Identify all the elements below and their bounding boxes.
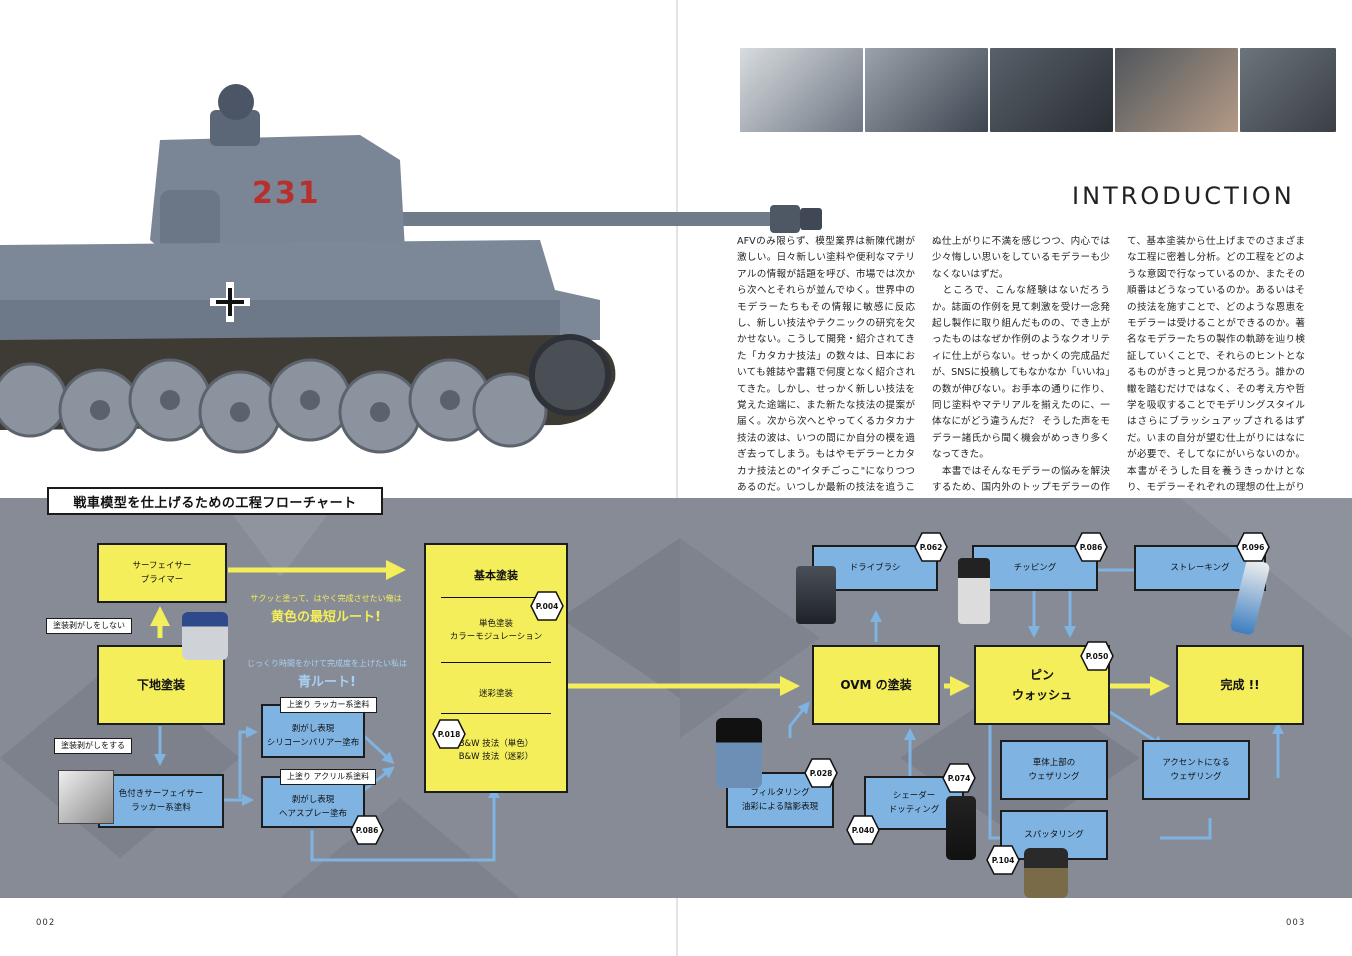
process-thumbnail-1 — [740, 48, 863, 132]
blue-route-label: 青ルート! — [298, 675, 356, 690]
surfacer-jar-photo — [182, 612, 228, 660]
ref-p096[interactable]: P.096 — [1236, 532, 1270, 562]
intro-column-2: ぬ仕上がりに不満を感じつつ、内心では少々悔しい思いをしているモデラーも少なくない… — [932, 236, 1110, 510]
mono-paint-label: 単色塗装 カラーモジュレーション — [449, 619, 543, 642]
basic-paint-divider-3 — [441, 713, 551, 714]
peel-tag: 塗装剥がしをする — [54, 738, 132, 754]
surfacer-box-photo — [58, 770, 114, 824]
intro-column-1: AFVのみ限らず、模型業界は新陳代謝が激しい。日々新しい塗料や便利なマテリアルの… — [737, 236, 915, 510]
complete-box: 完成 !! — [1176, 645, 1304, 725]
basic-paint-divider-2 — [441, 662, 551, 663]
spatter-bottle-photo — [1024, 848, 1068, 898]
page-number-right: 003 — [1286, 918, 1306, 928]
intro-column-3: て、基本塗装から仕上げまでのさまざまな工程に密着し分析。どの工程をどのような意図… — [1127, 236, 1305, 526]
basic-paint-label: 基本塗装 — [474, 569, 518, 582]
turret-number: 231 — [252, 176, 321, 211]
chipping-paint-photo — [958, 558, 990, 624]
flow-arrows — [150, 560, 1284, 862]
ref-p004[interactable]: P.004 — [530, 591, 564, 621]
basic-paint-box: 基本塗装 単色塗装 カラーモジュレーション 迷彩塗装 B&W 技法（単色） B&… — [424, 543, 568, 793]
ref-p104[interactable]: P.104 — [986, 845, 1020, 875]
blue-route-note: じっくり時間をかけて完成度を上げたい私は — [247, 659, 407, 668]
ref-p062[interactable]: P.062 — [914, 532, 948, 562]
camo-paint-label: 迷彩塗装 — [478, 689, 513, 699]
ref-p028[interactable]: P.028 — [804, 758, 838, 788]
process-thumbnail-4 — [1115, 48, 1238, 132]
yellow-route-label: 黄色の最短ルート! — [271, 610, 381, 625]
ref-p050[interactable]: P.050 — [1080, 641, 1114, 671]
basic-paint-divider-1 — [441, 597, 551, 598]
yellow-route-note: サクッと塗って、はやく完成させたい俺は — [250, 594, 402, 603]
introduction-heading: INTRODUCTION — [1072, 182, 1295, 210]
ref-p086-chipping[interactable]: P.086 — [1074, 532, 1108, 562]
process-thumbnail-3 — [990, 48, 1113, 132]
drybrush-paint-photo — [796, 566, 836, 624]
ref-p018[interactable]: P.018 — [432, 719, 466, 749]
page-gutter — [676, 0, 678, 956]
acrylic-tag: 上塗り アクリル系塗料 — [280, 769, 377, 785]
tank-photo — [0, 84, 822, 454]
shader-bottle-photo — [946, 796, 976, 860]
ref-p074[interactable]: P.074 — [942, 763, 976, 793]
flowchart-title: 戦車模型を仕上げるための工程フローチャート — [47, 487, 383, 515]
filter-bottle-photo — [716, 718, 762, 788]
ovm-paint-box: OVM の塗装 — [812, 645, 940, 725]
no-peel-tag: 塗装剥がしをしない — [46, 618, 132, 634]
process-thumbnail-5 — [1240, 48, 1336, 132]
process-thumbnail-2 — [865, 48, 988, 132]
surfacer-box: サーフェイサー プライマー — [97, 543, 227, 603]
ref-p040[interactable]: P.040 — [846, 815, 880, 845]
lacquer-tag: 上塗り ラッカー系塗料 — [280, 697, 377, 713]
ref-p086-hairspray[interactable]: P.086 — [350, 815, 384, 845]
silicone-barrier-box: 剥がし表現 シリコーンバリアー塗布 — [261, 704, 365, 758]
upper-hull-weathering-box: 車体上部の ウェザリング — [1000, 740, 1108, 800]
accent-weathering-box: アクセントになる ウェザリング — [1142, 740, 1250, 800]
page-number-left: 002 — [36, 918, 56, 928]
colored-surfacer-box: 色付きサーフェイサー ラッカー系塗料 — [98, 774, 224, 828]
bw-technique-label: B&W 技法（単色） B&W 技法（迷彩） — [458, 739, 534, 762]
